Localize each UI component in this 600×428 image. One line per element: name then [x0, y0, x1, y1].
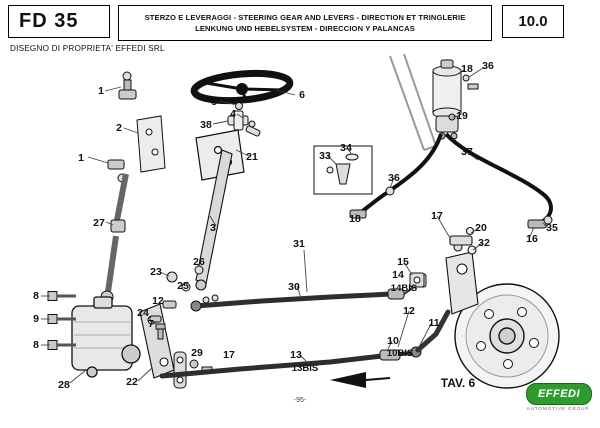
logo-subtext: AUTOMOTIVE GROUP	[526, 406, 590, 411]
part-callout: 31	[293, 238, 305, 250]
steering-wheel	[190, 69, 294, 105]
part-callout: 26	[193, 256, 205, 268]
part-callout: 32	[478, 237, 490, 249]
part-callout: 23	[150, 266, 162, 278]
linkage-small-parts	[149, 265, 219, 340]
leader-lines	[41, 67, 549, 384]
part-callout: 34	[340, 142, 352, 154]
title-line-1: STERZO E LEVERAGGI - STEERING GEAR AND L…	[144, 12, 466, 22]
part-callout: 10	[387, 335, 399, 347]
chassis-frame	[389, 54, 437, 151]
part-callout: 17	[431, 210, 443, 222]
part-callout: 24	[137, 307, 149, 319]
direction-arrow	[330, 372, 391, 388]
part-callout: 13	[290, 349, 302, 361]
tie-rod	[159, 309, 451, 379]
part-callout: 18	[349, 213, 361, 225]
callout-labels: 1 2 1 27 8 9 8 28 22 5 38 4 6 21 3 26 23…	[33, 60, 558, 391]
steering-gearbox	[71, 296, 141, 378]
part-callout: 36	[388, 172, 400, 184]
title-box: STERZO E LEVERAGGI - STEERING GEAR AND L…	[118, 5, 492, 41]
part-callout: 25	[177, 280, 189, 292]
part-callout: 6	[299, 89, 305, 101]
part-callout: 2	[116, 122, 122, 134]
part-callout: 12	[152, 295, 164, 307]
part-callout: 7	[148, 318, 154, 330]
part-callout: 12	[403, 305, 415, 317]
part-callout: 29	[191, 347, 203, 359]
part-callout: 5	[211, 96, 217, 108]
part-callout: 33	[319, 150, 331, 162]
part-callout: 30	[288, 281, 300, 293]
section-number-box: 10.0	[502, 5, 564, 38]
part-callout: 14	[392, 269, 404, 281]
hydraulic-hoses	[349, 132, 553, 229]
steering-shaft	[195, 149, 233, 291]
part-callout: 9	[33, 313, 39, 325]
part-callout: 11	[428, 317, 439, 329]
part-callout: 4	[230, 108, 236, 120]
bushing-detail-box	[313, 145, 373, 195]
column-bracket	[195, 129, 245, 181]
part-callout: 13BIS	[292, 363, 318, 374]
part-callout: 3	[210, 222, 216, 234]
part-callout: 22	[126, 376, 138, 388]
wheel-hub-drum	[454, 283, 560, 389]
part-callout: 28	[58, 379, 70, 391]
part-callout: 14BIS	[391, 283, 417, 294]
model-label: FD 35	[19, 10, 79, 32]
part-callout: 1	[78, 152, 84, 164]
part-callout: 27	[93, 217, 105, 229]
model-box: FD 35	[8, 5, 110, 38]
left-column-mount	[100, 71, 166, 304]
part-callout: 10BIS	[387, 348, 413, 359]
hose-clamp	[409, 272, 425, 288]
title-line-2: LENKUNG UND HEBELSYSTEM - DIRECCION Y PA…	[195, 24, 415, 33]
logo-text: EFFEDI	[537, 388, 581, 400]
part-callout: 20	[475, 222, 487, 234]
part-callout: 38	[200, 119, 212, 131]
part-callout: 1	[98, 85, 104, 97]
part-callout: 8	[33, 290, 39, 302]
property-notice: DISEGNO DI PROPRIETA' EFFEDI SRL	[10, 44, 165, 53]
effedi-logo: EFFEDI	[526, 383, 592, 405]
mounting-bolts	[47, 291, 76, 350]
parts-diagram: 1 2 1 27 8 9 8 28 22 5 38 4 6 21 3 26 23…	[33, 54, 560, 391]
part-callout: 18	[461, 63, 473, 75]
part-callout: 19	[456, 110, 468, 122]
part-callout: 16	[526, 233, 538, 245]
part-callout: 21	[246, 151, 258, 163]
part-callout: 36	[482, 60, 494, 72]
section-number: 10.0	[518, 13, 548, 30]
part-callout: 8	[33, 339, 39, 351]
plate-label: TAV. 6	[441, 376, 476, 390]
part-callout: 35	[546, 222, 558, 234]
page-number: -95-	[293, 397, 307, 404]
steering-knuckle	[445, 226, 479, 315]
part-callout: 17	[223, 349, 235, 361]
part-callout: 15	[397, 256, 409, 268]
part-callout: 37	[461, 146, 473, 158]
